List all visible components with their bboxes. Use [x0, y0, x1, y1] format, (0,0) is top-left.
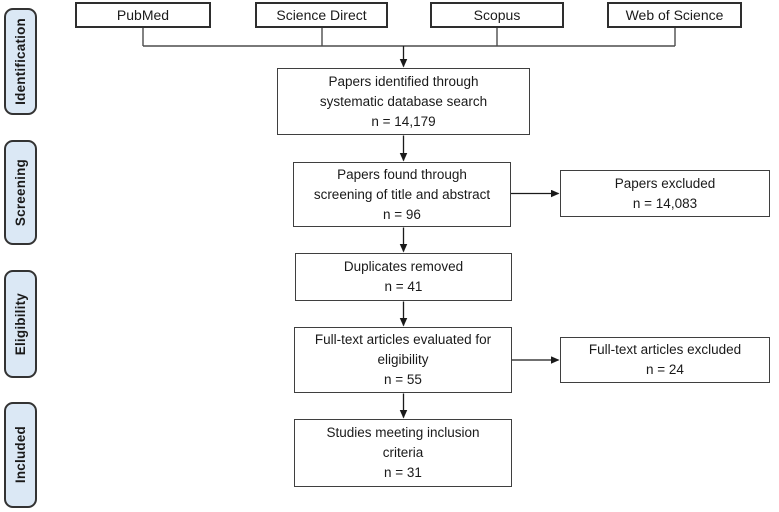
- flow-box-text: Papers identified through: [328, 73, 479, 89]
- stage-included: Included: [4, 402, 37, 508]
- flow-box-duplicates-removed: Duplicates removed n = 41: [295, 253, 512, 301]
- flow-box-studies-included: Studies meeting inclusion criteria n = 3…: [294, 419, 512, 487]
- source-box-science-direct: Science Direct: [255, 2, 388, 28]
- flow-box-text: Duplicates removed: [343, 259, 464, 274]
- stage-screening: Screening: [4, 140, 37, 245]
- exclusion-box-text: Papers excluded: [614, 175, 716, 191]
- flow-box-count: n = 41: [384, 279, 423, 294]
- flow-box-text: criteria: [382, 445, 424, 460]
- stage-label: Screening: [13, 158, 28, 227]
- stage-identification: Identification: [4, 8, 37, 115]
- flow-box-screened: Papers found through screening of title …: [293, 162, 511, 227]
- flow-box-count: n = 55: [384, 372, 422, 387]
- exclusion-box-papers-excluded: Papers excluded n = 14,083: [560, 170, 770, 217]
- flow-box-count: n = 14,179: [371, 113, 436, 129]
- flow-box-fulltext-evaluated: Full-text articles evaluated for eligibi…: [294, 327, 512, 393]
- flow-box-text: Full-text articles evaluated for: [314, 332, 492, 347]
- exclusion-box-text: Full-text articles excluded: [588, 342, 742, 357]
- source-label: Web of Science: [625, 7, 724, 23]
- source-box-web-of-science: Web of Science: [607, 2, 742, 28]
- flow-box-count: n = 31: [384, 465, 422, 480]
- flow-box-text: Papers found through: [337, 166, 467, 182]
- stage-label: Eligibility: [13, 292, 28, 356]
- flow-box-text: Studies meeting inclusion: [326, 425, 480, 440]
- exclusion-box-fulltext-excluded: Full-text articles excluded n = 24: [560, 337, 770, 383]
- source-label: PubMed: [116, 7, 170, 23]
- flow-box-text: systematic database search: [319, 93, 488, 109]
- exclusion-box-count: n = 14,083: [632, 195, 698, 211]
- flow-box-identified: Papers identified through systematic dat…: [277, 68, 530, 135]
- flow-box-count: n = 96: [383, 206, 421, 222]
- stage-label: Included: [13, 426, 28, 484]
- source-box-scopus: Scopus: [430, 2, 564, 28]
- flow-box-text: eligibility: [377, 352, 429, 367]
- exclusion-box-count: n = 24: [646, 362, 684, 377]
- stage-eligibility: Eligibility: [4, 270, 37, 378]
- source-label: Science Direct: [276, 7, 367, 23]
- stage-label: Identification: [13, 18, 28, 105]
- source-box-pubmed: PubMed: [75, 2, 211, 28]
- source-label: Scopus: [473, 7, 521, 23]
- flow-box-text: screening of title and abstract: [313, 186, 491, 202]
